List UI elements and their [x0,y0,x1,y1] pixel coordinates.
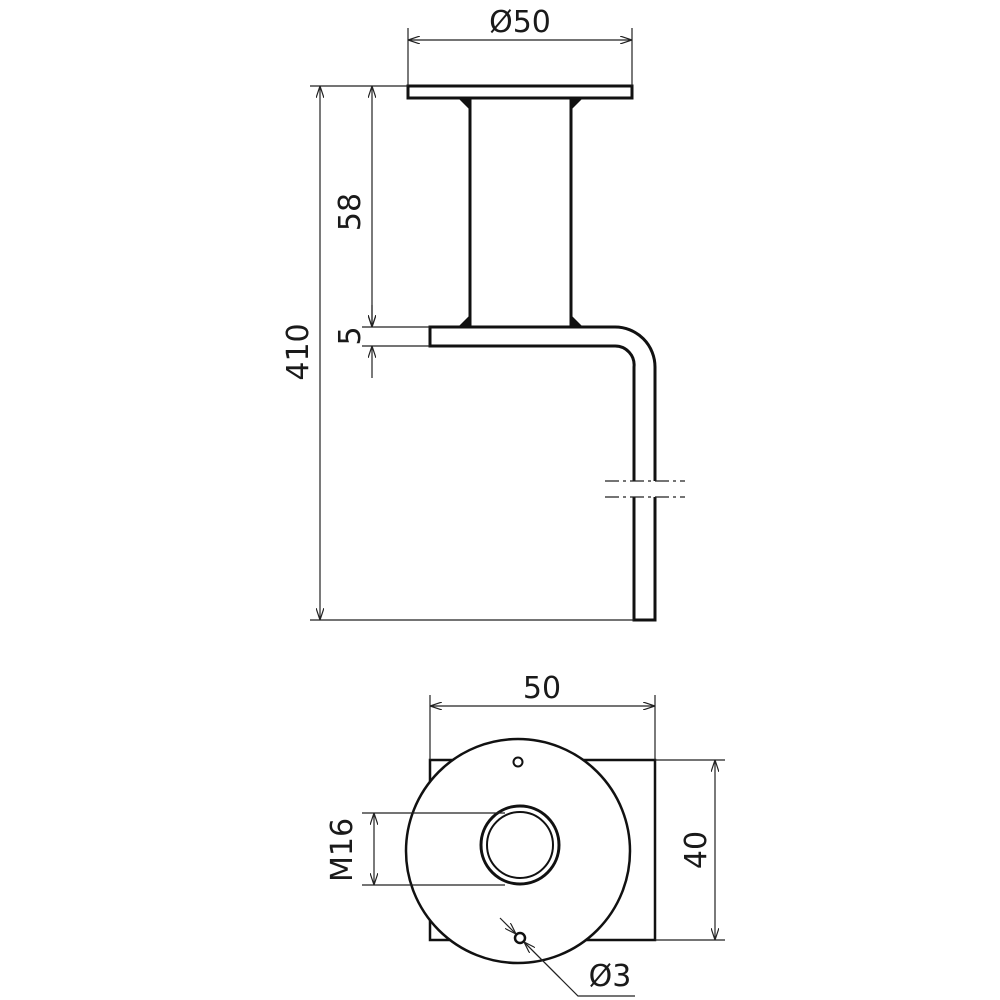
dim-plate-diameter: Ø50 [407,5,633,86]
dim-bracket-thickness: 5 [333,305,430,378]
svg-text:5: 5 [333,326,368,345]
side-view: Ø50 410 58 5 [281,5,685,622]
dim-hole-diameter: Ø3 [499,917,635,997]
svg-text:Ø3: Ø3 [589,959,632,994]
svg-text:Ø50: Ø50 [489,5,551,40]
svg-text:M16: M16 [325,818,360,882]
thread-outer [479,804,561,886]
hole-bottom [513,931,527,945]
svg-text:410: 410 [281,323,316,380]
hole-top [512,756,524,768]
break-line [605,480,685,498]
bottom-view: 50 40 M16 Ø3 [325,671,725,997]
dim-total-height: 410 [281,85,634,621]
dim-width: 50 [429,671,656,760]
dim-thread: M16 [325,812,505,886]
svg-text:40: 40 [679,831,714,869]
thread-inner [486,811,554,879]
base-plate [404,737,632,965]
dim-depth: 40 [655,759,725,941]
top-plate [406,84,634,100]
svg-text:58: 58 [333,193,368,231]
dim-tube-height: 58 [333,86,430,328]
bracket [428,325,657,622]
weld-marks [458,98,583,327]
svg-text:50: 50 [523,671,561,706]
